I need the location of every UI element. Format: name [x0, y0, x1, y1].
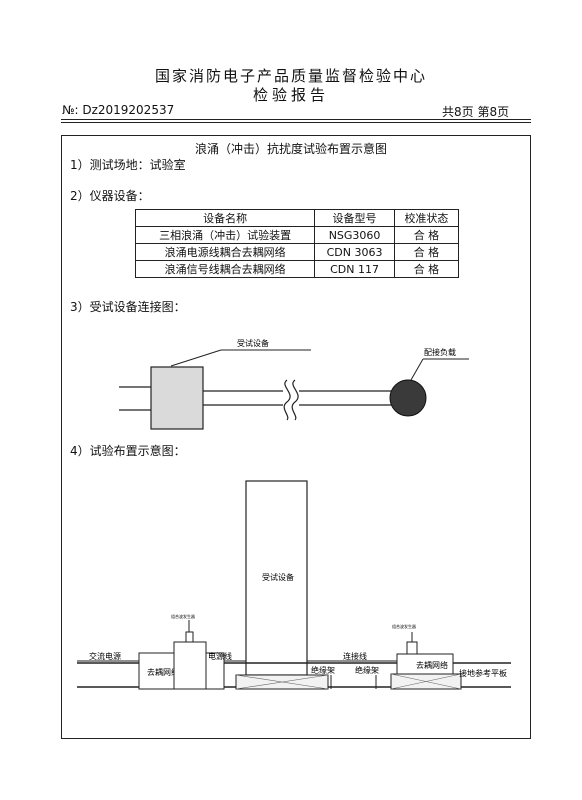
- ac-power-label: 交流电源: [89, 651, 121, 661]
- equipment-heading: 2）仪器设备：: [70, 189, 150, 203]
- org-title: 国家消防电子产品质量监督检验中心: [154, 67, 427, 85]
- eut-tower-label: 受试设备: [262, 572, 294, 582]
- generator-right-label: 组合波发生器: [392, 623, 416, 629]
- eut-leader-line: [170, 349, 222, 367]
- document-title: 检验报告: [252, 86, 329, 104]
- layout-heading: 4）试验布置示意图：: [70, 444, 186, 458]
- header-rule-2: [61, 122, 531, 123]
- decoupling-left-label: 去耦网络: [147, 667, 179, 677]
- content-frame: [61, 135, 531, 739]
- table-header-cell: 设备型号: [314, 209, 395, 227]
- connect-line-label: 连接线: [343, 651, 367, 661]
- equipment-table: 设备名称 设备型号 校准状态 三相浪涌（冲击）试验装置 NSG3060 合 格 …: [134, 209, 460, 278]
- break-mark-right: [291, 379, 299, 421]
- generator-left-connector: [185, 631, 194, 643]
- table-cell: 合 格: [393, 260, 460, 278]
- table-header-cell: 校准状态: [393, 209, 460, 227]
- load-leader-line: [410, 358, 424, 381]
- eut-box: [150, 366, 204, 430]
- layout-diagram: 受试设备 交流电源 去耦网络 组合波发生器 电源线 绝缘架 连接线 绝缘架 去耦…: [77, 480, 511, 690]
- decoupling-right-label: 去耦网络: [416, 660, 448, 670]
- table-cell: 浪涌信号线耦合去耦网络: [134, 260, 316, 278]
- load-label: 配接负载: [424, 347, 456, 357]
- table-row: 浪涌信号线耦合去耦网络 CDN 117 合 格: [134, 260, 460, 278]
- insulation-hatch-right: [390, 673, 462, 690]
- ground-plane-label: 接地参考平板: [459, 668, 507, 678]
- table-cell: CDN 3063: [314, 243, 395, 261]
- table-cell: 合 格: [393, 226, 460, 244]
- section-title: 浪涌（冲击）抗扰度试验布置示意图: [194, 142, 387, 156]
- header-rule-1: [61, 119, 531, 120]
- report-number: №: Dz2019202537: [62, 103, 175, 117]
- insulation-right-label: 绝缘架: [355, 665, 379, 675]
- generator-right-box: [406, 641, 418, 655]
- power-line-label: 电源线: [208, 651, 232, 661]
- insulation-hatch-left: [235, 674, 329, 690]
- load-circle: [389, 379, 427, 417]
- table-header-row: 设备名称 设备型号 校准状态: [134, 209, 460, 227]
- decoupling-network-right: [396, 653, 454, 675]
- table-cell: CDN 117: [314, 260, 395, 278]
- table-header-cell: 设备名称: [134, 209, 316, 227]
- table-cell: 浪涌电源线耦合去耦网络: [134, 243, 316, 261]
- connection-diagram: 受试设备 配接负载: [119, 338, 469, 430]
- generator-left-box: [173, 641, 207, 690]
- page-info: 共8页 第8页: [442, 105, 510, 119]
- generator-left-label: 组合波发生器: [171, 613, 195, 619]
- break-mark-left: [283, 379, 291, 421]
- table-row: 三相浪涌（冲击）试验装置 NSG3060 合 格: [134, 226, 460, 244]
- connection-heading: 3）受试设备连接图：: [70, 300, 186, 314]
- eut-label: 受试设备: [237, 338, 269, 348]
- table-row: 浪涌电源线耦合去耦网络 CDN 3063 合 格: [134, 243, 460, 261]
- table-cell: 三相浪涌（冲击）试验装置: [134, 226, 316, 244]
- test-site-line: 1）测试场地：试验室: [70, 158, 186, 172]
- table-cell: 合 格: [393, 243, 460, 261]
- table-cell: NSG3060: [314, 226, 395, 244]
- insulation-left-label: 绝缘架: [311, 665, 335, 675]
